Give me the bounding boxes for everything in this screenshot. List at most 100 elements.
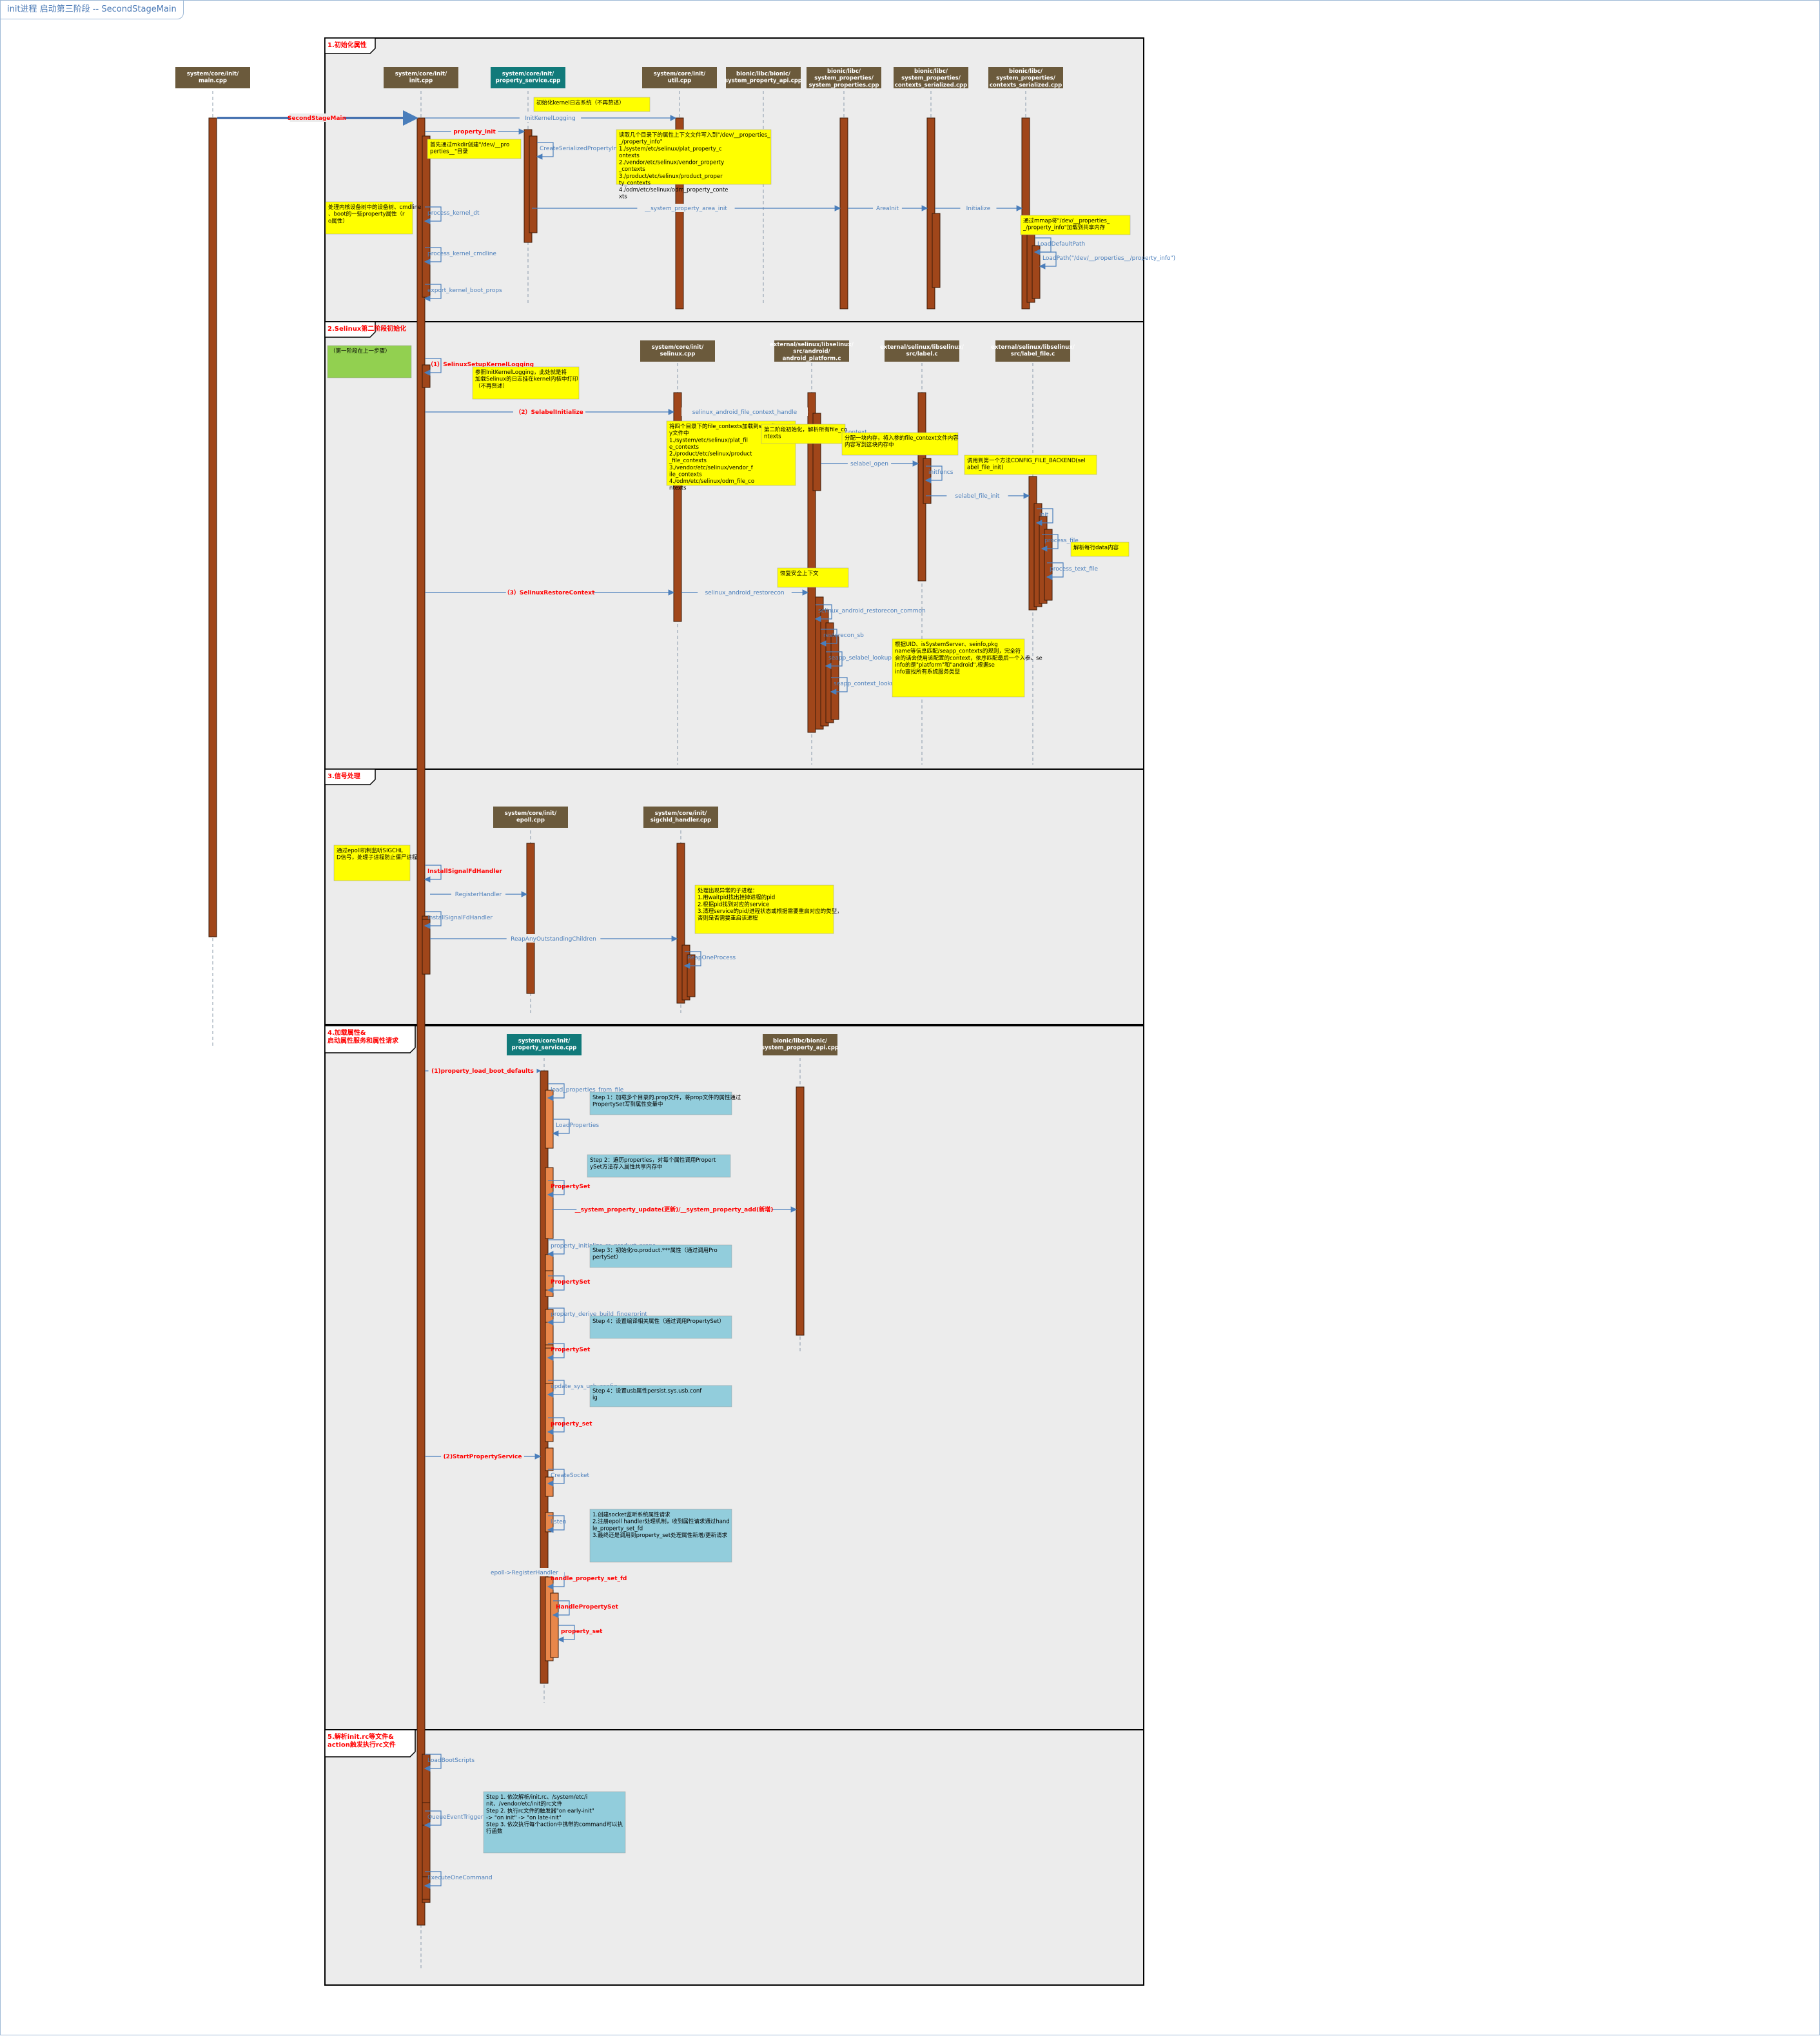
message-label: selinux_android_file_context_handle bbox=[692, 409, 797, 416]
lifeline-header-label: bionic/libc/bionic/system_property_api.c… bbox=[725, 71, 802, 84]
activation-bar bbox=[208, 117, 217, 937]
section-tab bbox=[324, 768, 376, 785]
message-label: selabel_open bbox=[850, 461, 888, 467]
message-arrow bbox=[547, 1417, 565, 1435]
note-box bbox=[325, 201, 413, 235]
activation-bar bbox=[550, 1592, 559, 1658]
section-title: 2.Selinux第二阶段初始化 bbox=[328, 324, 406, 333]
note-box bbox=[892, 638, 1025, 698]
note-box bbox=[694, 885, 834, 934]
message-label: property_derive_build_fingerprint bbox=[551, 1311, 647, 1318]
message-label: InitKernelLogging bbox=[525, 115, 575, 122]
message-label: (1)property_load_boot_defaults bbox=[431, 1068, 534, 1075]
note-box bbox=[483, 1791, 626, 1854]
section-title: 3.信号处理 bbox=[328, 772, 360, 780]
message-label: LoadBootScripts bbox=[427, 1757, 475, 1764]
note-text: 通过mmap将"/dev/__properties__/property_inf… bbox=[1023, 217, 1110, 231]
message-label: listen bbox=[551, 1519, 566, 1525]
lifeline-header-label: system/core/init/selinux.cpp bbox=[652, 344, 704, 358]
message-label: （2）SelabelInitialize bbox=[515, 409, 583, 416]
message-label: process_kernel_cmdline bbox=[427, 251, 496, 257]
note-box bbox=[1070, 542, 1130, 557]
message-arrow bbox=[424, 284, 442, 302]
activation-bar bbox=[422, 364, 431, 388]
section-title: 4.加载属性&启动属性服务和属性请求 bbox=[328, 1028, 399, 1045]
note-box bbox=[589, 1385, 732, 1407]
note-text: （第一阶段在上一步骤） bbox=[330, 347, 391, 355]
message-label: init bbox=[1039, 512, 1049, 518]
message-label: ReapAnyOutstandingChildren bbox=[511, 936, 596, 943]
activation-bar bbox=[422, 919, 431, 975]
note-text: 分配一块内存，将入参的file_context文件内容内容写到这块内存中 bbox=[845, 435, 959, 449]
message-arrow bbox=[424, 206, 442, 224]
message-label: InstallSignalFdHandler bbox=[427, 915, 493, 921]
message-label: PropertySet bbox=[551, 1184, 591, 1190]
activation-bar bbox=[416, 117, 426, 1926]
message-label: restorecon_sb bbox=[823, 632, 864, 639]
message-arrow bbox=[424, 911, 442, 929]
message-arrow bbox=[547, 1275, 565, 1293]
message-arrow bbox=[1046, 562, 1064, 580]
note-box bbox=[841, 432, 959, 456]
diagram-title-tab: init进程 启动第三阶段 -- SecondStageMain bbox=[1, 1, 184, 19]
note-box bbox=[333, 845, 411, 881]
activation-bar bbox=[545, 1090, 554, 1149]
message-arrow bbox=[552, 1119, 570, 1137]
lifeline-header-label: external/selinux/libselinux/src/label_fi… bbox=[991, 344, 1075, 358]
activation-bar bbox=[422, 135, 431, 298]
note-box bbox=[472, 366, 580, 400]
message-label: LoadPath("/dev/__properties__/property_i… bbox=[1042, 255, 1175, 262]
lifeline-header-label: system/core/init/property_service.cpp bbox=[496, 71, 561, 84]
message-arrow bbox=[424, 358, 442, 376]
message-arrow bbox=[547, 1469, 565, 1487]
lifeline-header bbox=[643, 807, 718, 828]
message-label: HandlePropertySet bbox=[556, 1604, 619, 1610]
note-text: 读取几个目录下的属性上下文文件写入到"/dev/__properties__/p… bbox=[618, 132, 770, 201]
message-label: SecondStageMain bbox=[288, 115, 346, 122]
message-arrow bbox=[547, 1307, 565, 1326]
lifeline-header-label: bionic/libc/system_properties/contexts_s… bbox=[990, 68, 1062, 88]
message-label: process_file bbox=[1044, 538, 1079, 544]
message-label: selinux_android_restorecon bbox=[705, 590, 784, 596]
message-arrow bbox=[547, 1180, 565, 1198]
section-tab bbox=[324, 37, 376, 54]
activation-bar bbox=[923, 458, 932, 504]
message-label: load_properties_from_file bbox=[551, 1087, 624, 1093]
lifeline-header-label: system/core/init/util.cpp bbox=[654, 71, 706, 84]
message-label: ReapOneProcess bbox=[687, 955, 736, 961]
lifeline-header-label: bionic/libc/bionic/system_property_api.c… bbox=[761, 1038, 839, 1052]
message-arrow bbox=[536, 142, 554, 160]
lifeline-header bbox=[885, 340, 959, 362]
message-label: property_init bbox=[453, 129, 496, 135]
message-label: PropertySet bbox=[551, 1279, 591, 1286]
message-arrow bbox=[825, 651, 843, 669]
message-label: （1）SelinuxSetupKernelLogging bbox=[427, 361, 534, 368]
section-title: 1.初始化属性 bbox=[328, 41, 367, 49]
lifeline-header bbox=[726, 67, 801, 88]
activation-bar bbox=[545, 1167, 554, 1239]
activation-bar bbox=[526, 843, 535, 994]
activation-bar bbox=[545, 1447, 554, 1471]
message-label: update_sys_usb_config bbox=[551, 1384, 618, 1390]
note-box bbox=[427, 139, 522, 159]
message-arrow bbox=[814, 604, 832, 622]
section-tab bbox=[324, 321, 376, 338]
message-label: AreaInit bbox=[876, 206, 899, 212]
note-box bbox=[777, 567, 849, 588]
lifeline-header bbox=[507, 1034, 582, 1055]
message-label: CreateSerializedPropertyInfo bbox=[540, 146, 623, 152]
note-text: 解析每行data内容 bbox=[1073, 544, 1119, 551]
lifeline-header bbox=[175, 67, 250, 88]
message-label: PropertySet bbox=[551, 1347, 591, 1353]
section-tab bbox=[324, 1729, 416, 1757]
message-arrow bbox=[547, 1083, 565, 1101]
message-arrow bbox=[424, 865, 442, 883]
message-arrow bbox=[547, 1515, 565, 1533]
lifeline-header bbox=[774, 340, 849, 362]
